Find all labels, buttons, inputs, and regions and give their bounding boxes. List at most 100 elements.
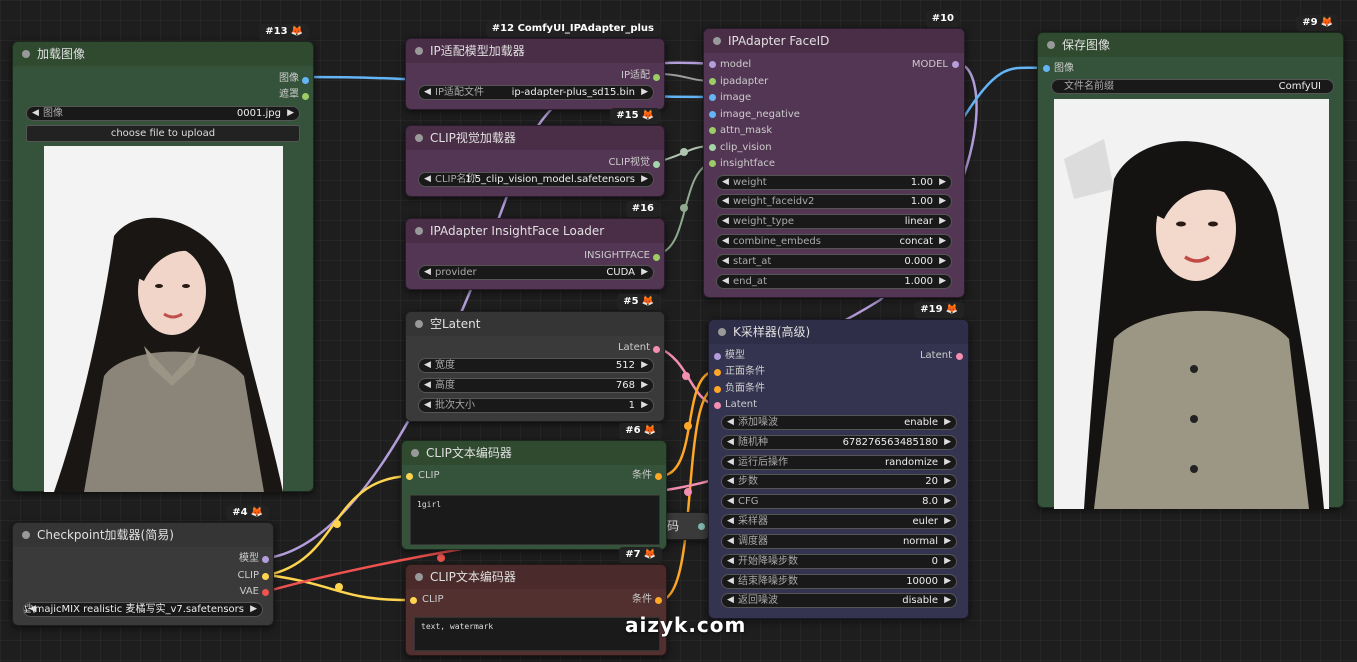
output-clip-vision[interactable]: CLIP视觉 [608, 157, 650, 168]
input-clip-vision-dot[interactable] [709, 144, 716, 151]
left-arrow-icon[interactable]: ◀ [727, 536, 734, 546]
input-negative[interactable]: 负面条件 [725, 383, 765, 394]
left-arrow-icon[interactable]: ◀ [29, 604, 36, 614]
provider-select[interactable]: ◀ provider CUDA ▶ [418, 265, 654, 280]
start-step-field[interactable]: ◀ 开始降噪步数 0 ▶ [721, 554, 957, 569]
node-title[interactable]: CLIP文本编码器 [402, 441, 666, 465]
left-arrow-icon[interactable]: ◀ [32, 108, 39, 118]
node-title[interactable]: CLIP文本编码器 [406, 565, 666, 589]
return-noise-select[interactable]: ◀ 返回噪波 disable ▶ [721, 593, 957, 608]
input-image[interactable]: 图像 [1054, 63, 1074, 74]
right-arrow-icon[interactable]: ▶ [939, 196, 946, 206]
input-attn-mask[interactable]: attn_mask [720, 125, 773, 136]
input-ipadapter[interactable]: ipadapter [720, 76, 769, 87]
left-arrow-icon[interactable]: ◀ [727, 576, 734, 586]
right-arrow-icon[interactable]: ▶ [944, 476, 951, 486]
left-arrow-icon[interactable]: ◀ [722, 196, 729, 206]
save-image-node[interactable]: #9🦊 保存图像 图像 文件名前缀 ComfyUI [1037, 15, 1344, 509]
input-insightface[interactable]: insightface [720, 158, 776, 169]
left-arrow-icon[interactable]: ◀ [424, 380, 431, 390]
right-arrow-icon[interactable]: ▶ [944, 556, 951, 566]
right-arrow-icon[interactable]: ▶ [939, 216, 946, 226]
clip-vision-loader-node[interactable]: #15🦊 CLIP视觉加载器 CLIP视觉 ◀ CLIP名称 1.5_clip_… [405, 108, 665, 197]
start-at-field[interactable]: ◀ start_at 0.000 ▶ [716, 254, 952, 269]
right-arrow-icon[interactable]: ▶ [944, 516, 951, 526]
input-image-dot[interactable] [1043, 65, 1050, 72]
input-image-negative-dot[interactable] [709, 111, 716, 118]
output-latent-dot[interactable] [653, 346, 660, 353]
output-conditioning[interactable]: 条件 [632, 470, 652, 481]
output-mask-dot[interactable] [302, 93, 309, 100]
node-title[interactable]: CLIP视觉加载器 [406, 126, 664, 150]
input-latent[interactable]: Latent [725, 399, 758, 410]
output-latent[interactable]: Latent [617, 342, 650, 353]
node-title[interactable]: Checkpoint加载器(简易) [13, 523, 273, 547]
checkpoint-select[interactable]: ◀ 真实大模型\majicMIX realistic 麦橘写实_v7.safet… [23, 602, 263, 617]
add-noise-select[interactable]: ◀ 添加噪波 enable ▶ [721, 415, 957, 430]
output-insightface[interactable]: INSIGHTFACE [584, 250, 650, 261]
width-field[interactable]: ◀ 宽度 512 ▶ [418, 358, 654, 373]
output-vae-dot[interactable] [262, 589, 269, 596]
left-arrow-icon[interactable]: ◀ [722, 236, 729, 246]
output-conditioning[interactable]: 条件 [632, 594, 652, 605]
right-arrow-icon[interactable]: ▶ [944, 576, 951, 586]
sampler-select[interactable]: ◀ 采样器 euler ▶ [721, 514, 957, 529]
left-arrow-icon[interactable]: ◀ [727, 595, 734, 605]
input-positive-dot[interactable] [714, 369, 721, 376]
vae-decode-output-dot[interactable] [698, 523, 705, 530]
output-image-dot[interactable] [302, 77, 309, 84]
output-latent[interactable]: Latent [919, 350, 952, 361]
input-image[interactable]: image [720, 92, 752, 103]
right-arrow-icon[interactable]: ▶ [944, 417, 951, 427]
right-arrow-icon[interactable]: ▶ [944, 457, 951, 467]
image-select[interactable]: ◀ 图像 0001.jpg ▶ [26, 106, 300, 121]
output-mask[interactable]: 遮罩 [279, 89, 299, 100]
left-arrow-icon[interactable]: ◀ [727, 496, 734, 506]
combine-embeds-select[interactable]: ◀ combine_embeds concat ▶ [716, 234, 952, 249]
input-ipadapter-dot[interactable] [709, 78, 716, 85]
seed-field[interactable]: ◀ 随机种 678276563485180 ▶ [721, 435, 957, 450]
output-conditioning-dot[interactable] [655, 473, 662, 480]
ipadapter-file-select[interactable]: ◀ IP适配文件 ip-adapter-plus_sd15.bin ▶ [418, 85, 654, 100]
empty-latent-node[interactable]: #5🦊 空Latent Latent ◀ 宽度 512 ▶ ◀ 高度 768 ▶… [405, 294, 665, 422]
batch-size-field[interactable]: ◀ 批次大小 1 ▶ [418, 398, 654, 413]
left-arrow-icon[interactable]: ◀ [722, 256, 729, 266]
clip-vision-select[interactable]: ◀ CLIP名称 1.5_clip_vision_model.safetenso… [418, 172, 654, 187]
weight-type-select[interactable]: ◀ weight_type linear ▶ [716, 214, 952, 229]
clip-text-negative-node[interactable]: #7🦊 CLIP文本编码器 CLIP 条件 text, watermark [405, 547, 667, 656]
output-model-dot[interactable] [952, 61, 959, 68]
left-arrow-icon[interactable]: ◀ [424, 360, 431, 370]
node-title[interactable]: 加载图像 [13, 42, 313, 66]
node-title[interactable]: 保存图像 [1038, 33, 1343, 57]
left-arrow-icon[interactable]: ◀ [727, 437, 734, 447]
right-arrow-icon[interactable]: ▶ [939, 256, 946, 266]
output-model[interactable]: MODEL [911, 59, 948, 70]
height-field[interactable]: ◀ 高度 768 ▶ [418, 378, 654, 393]
right-arrow-icon[interactable]: ▶ [641, 360, 648, 370]
output-model-dot[interactable] [262, 556, 269, 563]
output-latent-dot[interactable] [956, 353, 963, 360]
output-ipadapter-dot[interactable] [653, 74, 660, 81]
input-latent-dot[interactable] [714, 402, 721, 409]
left-arrow-icon[interactable]: ◀ [727, 516, 734, 526]
left-arrow-icon[interactable]: ◀ [727, 457, 734, 467]
right-arrow-icon[interactable]: ▶ [287, 108, 294, 118]
input-image-negative[interactable]: image_negative [720, 109, 800, 120]
output-vae[interactable]: VAE [239, 586, 259, 597]
input-insightface-dot[interactable] [709, 160, 716, 167]
node-title[interactable]: IPAdapter InsightFace Loader [406, 219, 664, 243]
scheduler-select[interactable]: ◀ 调度器 normal ▶ [721, 534, 957, 549]
node-title[interactable]: 空Latent [406, 312, 664, 336]
ipadapter-faceid-node[interactable]: #10 IPAdapter FaceID model ipadapter ima… [703, 11, 965, 298]
node-title[interactable]: K采样器(高级) [709, 320, 968, 344]
left-arrow-icon[interactable]: ◀ [722, 276, 729, 286]
insightface-loader-node[interactable]: #16 IPAdapter InsightFace Loader INSIGHT… [405, 201, 665, 290]
right-arrow-icon[interactable]: ▶ [641, 380, 648, 390]
right-arrow-icon[interactable]: ▶ [944, 496, 951, 506]
left-arrow-icon[interactable]: ◀ [727, 476, 734, 486]
node-title[interactable]: IPAdapter FaceID [704, 29, 964, 53]
input-model[interactable]: 模型 [725, 350, 745, 361]
input-model-dot[interactable] [714, 353, 721, 360]
input-model[interactable]: model [720, 59, 752, 70]
right-arrow-icon[interactable]: ▶ [944, 536, 951, 546]
